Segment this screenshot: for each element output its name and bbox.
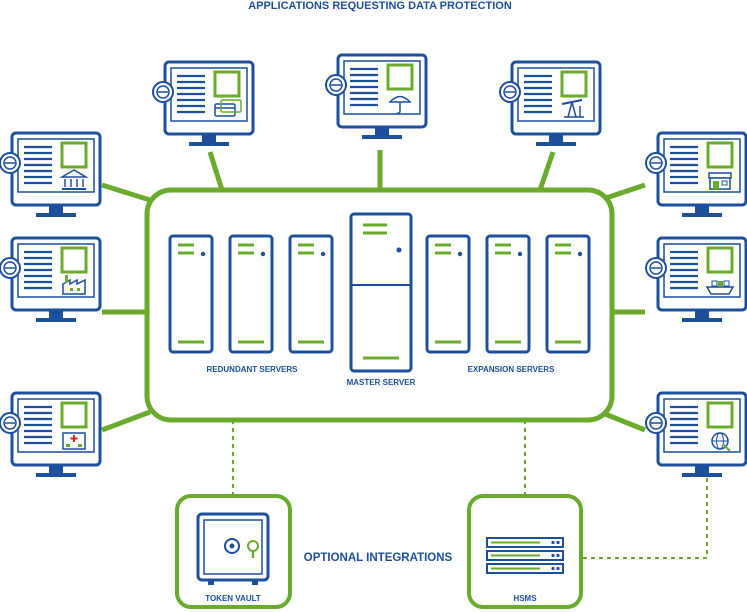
diagram-title: APPLICATIONS REQUESTING DATA PROTECTION	[248, 0, 512, 12]
bank-icon	[59, 169, 89, 190]
cargo-ship-icon	[705, 280, 735, 295]
application-monitor-bank	[0, 131, 102, 219]
master-server-label: MASTER SERVER	[347, 378, 416, 387]
server-icon	[545, 234, 591, 354]
server-icon	[425, 234, 471, 354]
application-monitors	[0, 53, 747, 479]
application-monitor-ship	[644, 236, 747, 324]
optional-integrations-label: OPTIONAL INTEGRATIONS	[304, 552, 453, 564]
storefront-icon	[708, 172, 732, 190]
credit-card-icon	[214, 99, 242, 117]
application-monitor-factory	[0, 236, 102, 324]
connection-lines	[101, 150, 646, 433]
umbrella-icon	[388, 95, 412, 114]
application-monitor-card	[151, 60, 255, 148]
application-monitor-hospital	[0, 391, 102, 479]
hsms-box: HSMS	[467, 494, 583, 609]
application-monitor-oil	[498, 60, 602, 148]
server-icon	[288, 234, 334, 354]
hsm-rack-icon	[486, 537, 564, 574]
token-vault-label: TOKEN VAULT	[205, 594, 261, 603]
optional-connection-lines	[232, 420, 708, 559]
token-vault-box: TOKEN VAULT	[175, 494, 292, 609]
safe-icon	[196, 512, 270, 585]
server-icon	[228, 234, 274, 354]
expansion-servers	[425, 234, 591, 354]
expansion-servers-label: EXPANSION SERVERS	[468, 365, 556, 374]
server-icon	[485, 234, 531, 354]
hsms-label: HSMS	[513, 594, 537, 603]
redundant-servers-label: REDUNDANT SERVERS	[207, 365, 299, 374]
globe-icon	[711, 432, 731, 452]
master-server	[349, 212, 413, 373]
redundant-servers	[168, 234, 334, 354]
application-monitor-store	[644, 131, 747, 219]
hospital-icon	[62, 432, 86, 450]
oil-pump-icon	[561, 99, 584, 118]
application-monitor-globe	[644, 391, 747, 479]
application-monitor-umbrella	[324, 53, 428, 141]
server-icon	[168, 234, 214, 354]
factory-icon	[62, 275, 86, 295]
